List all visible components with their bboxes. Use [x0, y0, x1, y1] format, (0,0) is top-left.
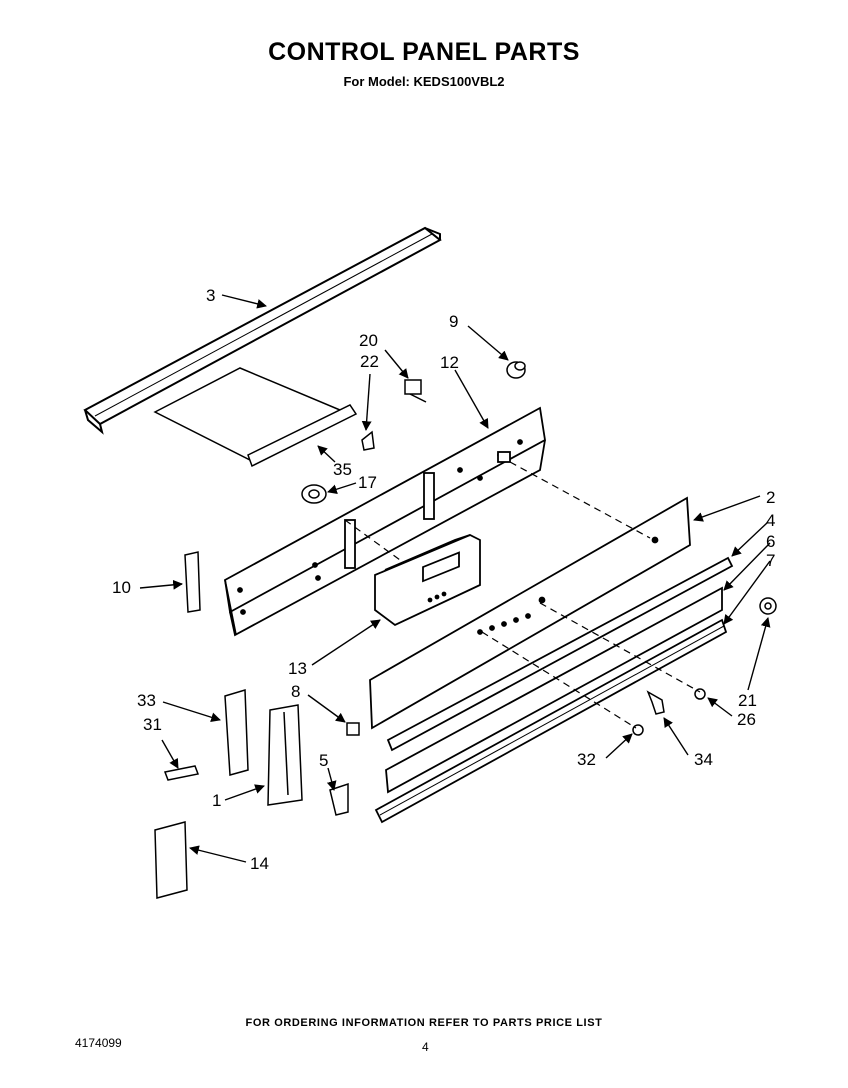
part-9-knob	[506, 361, 526, 379]
part-1-end-bracket	[267, 704, 303, 806]
page-number: 4	[422, 1040, 429, 1054]
callout-33: 33	[137, 691, 156, 710]
part-8-block	[346, 722, 360, 736]
part-6-trim-strip	[385, 586, 723, 794]
callout-32: 32	[577, 750, 596, 769]
part-12-panel-bracket	[224, 406, 546, 637]
part-35-shield	[153, 367, 358, 468]
part-13-clock	[374, 534, 481, 627]
part-4-trim-strip	[386, 556, 734, 752]
part-34-clip	[646, 690, 665, 715]
ordering-note: FOR ORDERING INFORMATION REFER TO PARTS …	[245, 1017, 603, 1029]
callout-22: 22	[360, 352, 379, 371]
part-2-panel-face	[369, 496, 691, 730]
callout-17: 17	[358, 473, 377, 492]
callout-8: 8	[291, 682, 300, 701]
callout-20: 20	[359, 331, 378, 350]
document-number: 4174099	[75, 1036, 122, 1050]
callout-9: 9	[449, 312, 458, 331]
callout-6: 6	[766, 532, 775, 551]
callout-26: 26	[737, 710, 756, 729]
callout-4: 4	[766, 511, 775, 530]
callout-5: 5	[319, 751, 328, 770]
callout-labels: 3 9 20 22 12 35 17 2 4 6 7 10 13 8 21 33…	[112, 286, 775, 873]
callout-10: 10	[112, 578, 131, 597]
part-26-screw	[694, 688, 706, 700]
callout-7: 7	[766, 551, 775, 570]
alignment-lines	[344, 461, 701, 729]
page-title: CONTROL PANEL PARTS	[268, 38, 580, 66]
callout-35: 35	[333, 460, 352, 479]
part-5-end-cap	[329, 782, 349, 816]
callout-34: 34	[694, 750, 713, 769]
part-33-bracket	[224, 689, 249, 776]
callout-12: 12	[440, 353, 459, 372]
callout-13: 13	[288, 659, 307, 678]
callout-21: 21	[738, 691, 757, 710]
part-20-switch	[404, 379, 427, 403]
callout-3: 3	[206, 286, 215, 305]
model-subtitle: For Model: KEDS100VBL2	[343, 74, 505, 89]
part-21-nut	[759, 597, 777, 615]
part-10-bracket	[184, 551, 201, 613]
part-32-screw	[632, 724, 644, 736]
part-7-trim-strip	[374, 618, 728, 824]
part-22-clip	[361, 430, 375, 451]
part-17-lamp-socket	[301, 484, 327, 504]
callout-2: 2	[766, 488, 775, 507]
leader-lines	[139, 294, 771, 863]
part-14-side-bracket	[154, 821, 188, 899]
part-3-top-trim	[83, 226, 442, 435]
callout-1: 1	[212, 791, 221, 810]
callout-31: 31	[143, 715, 162, 734]
callout-14: 14	[250, 854, 269, 873]
part-31-strip	[163, 765, 200, 781]
